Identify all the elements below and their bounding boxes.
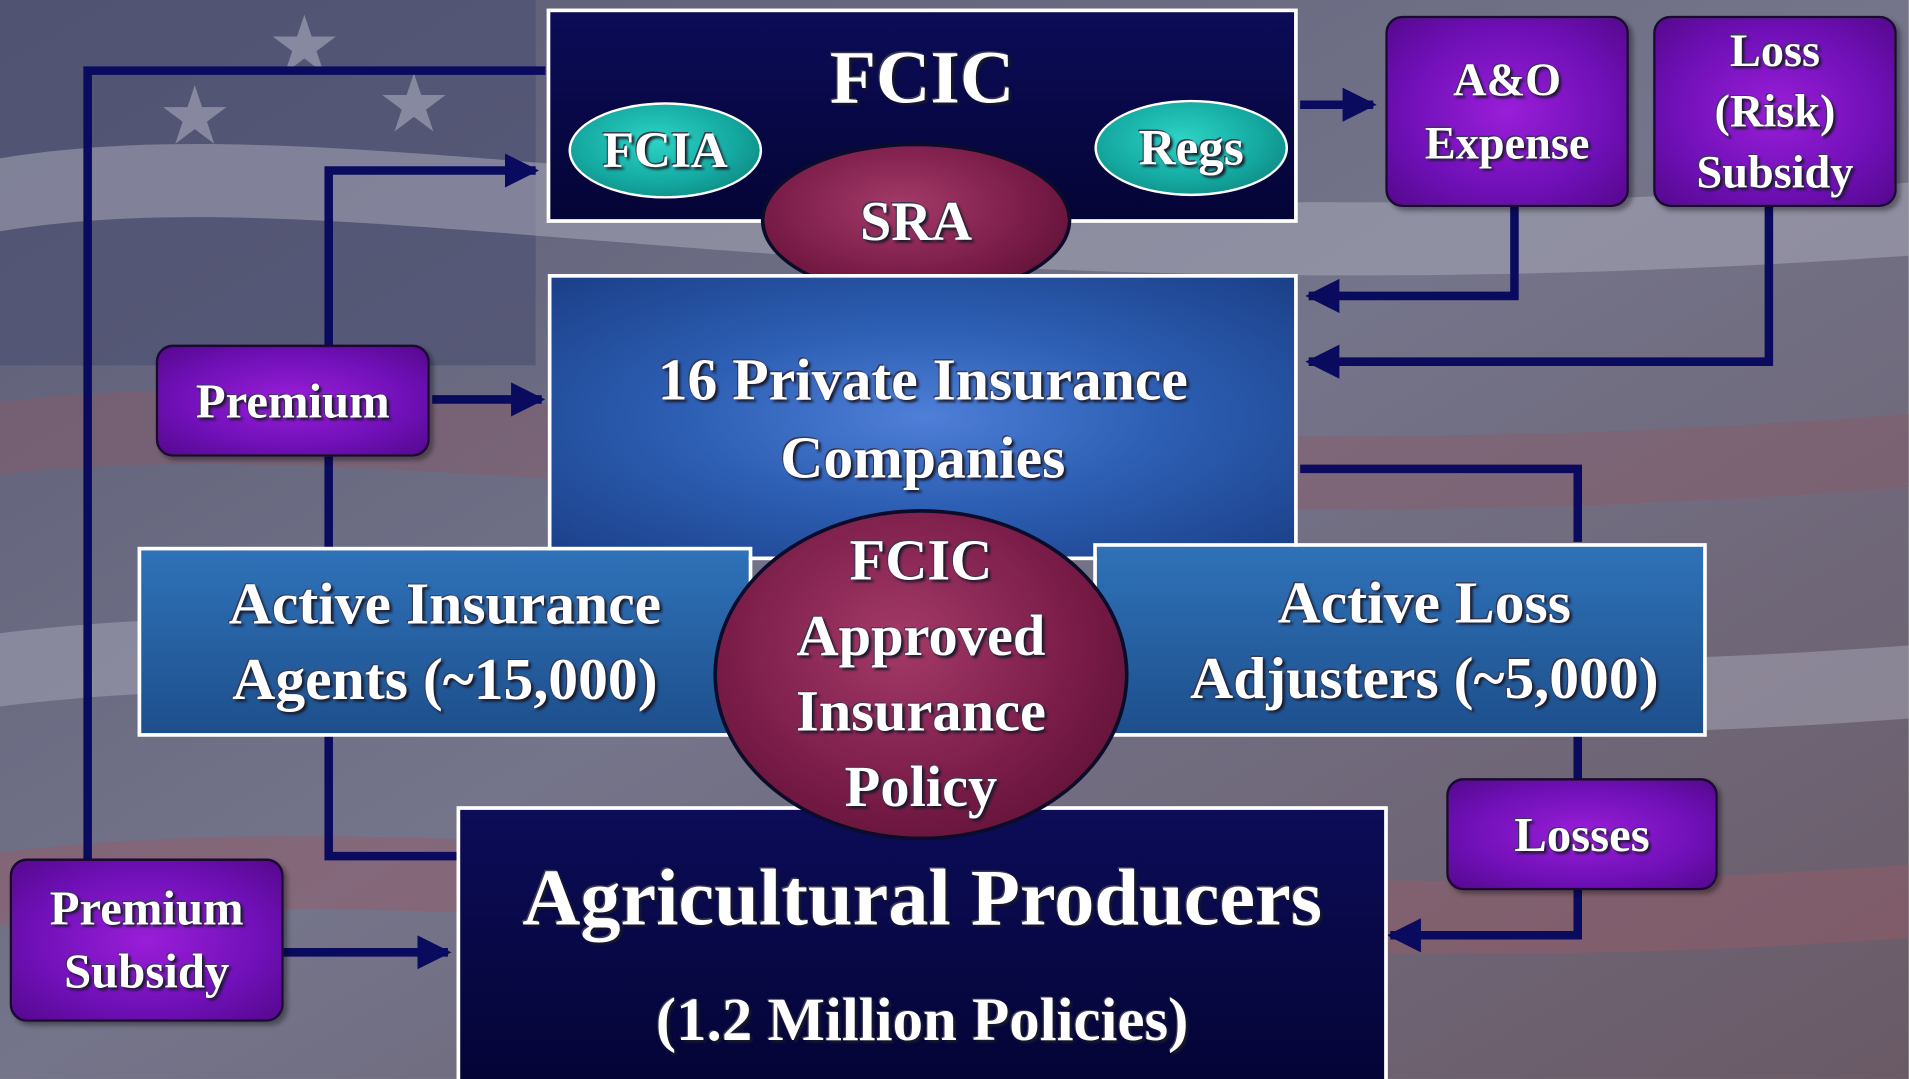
policy-oval: FCIC Approved Insurance Policy xyxy=(713,509,1129,841)
fcia-oval: FCIA xyxy=(568,102,763,199)
loss-subsidy-line-1: Loss xyxy=(1729,24,1820,77)
producers-box: Agricultural Producers (1.2 Million Poli… xyxy=(456,806,1388,1079)
loss-subsidy-line-2: (Risk) xyxy=(1714,85,1836,138)
policy-line-3: Insurance xyxy=(795,679,1046,745)
adjusters-box: Active Loss Adjusters (~5,000) xyxy=(1093,543,1707,737)
premium-subsidy-line-1: Premium xyxy=(49,880,244,936)
companies-line-2: Companies xyxy=(780,423,1066,491)
sra-label: SRA xyxy=(860,189,973,252)
adjusters-line-1: Active Loss xyxy=(1277,568,1571,636)
companies-line-1: 16 Private Insurance xyxy=(657,345,1188,413)
premium-subsidy-box: Premium Subsidy xyxy=(9,858,284,1022)
ao-expense-line-1: A&O xyxy=(1453,54,1562,106)
policy-line-4: Policy xyxy=(844,755,998,820)
regs-oval: Regs xyxy=(1094,99,1289,197)
loss-subsidy-line-3: Subsidy xyxy=(1696,146,1854,198)
fcia-label: FCIA xyxy=(602,122,728,179)
premium-box: Premium xyxy=(155,344,430,457)
fcic-title: FCIC xyxy=(829,36,1015,120)
agents-line-2: Agents (~15,000) xyxy=(232,645,658,713)
producers-title: Agricultural Producers xyxy=(522,853,1323,943)
premium-subsidy-line-2: Subsidy xyxy=(64,943,230,999)
ao-expense-line-2: Expense xyxy=(1424,117,1590,169)
agents-line-1: Active Insurance xyxy=(228,569,662,637)
premium-label: Premium xyxy=(195,373,390,429)
ao-expense-box: A&O Expense xyxy=(1385,15,1629,208)
producers-subtitle: (1.2 Million Policies) xyxy=(655,985,1189,1054)
agents-box: Active Insurance Agents (~15,000) xyxy=(137,546,753,737)
losses-box: Losses xyxy=(1446,778,1718,891)
regs-label: Regs xyxy=(1138,119,1244,176)
policy-line-2: Approved xyxy=(796,604,1046,669)
losses-label: Losses xyxy=(1514,806,1650,862)
sra-oval: SRA xyxy=(760,142,1072,299)
adjusters-line-2: Adjusters (~5,000) xyxy=(1190,643,1659,711)
loss-subsidy-box: Loss (Risk) Subsidy xyxy=(1653,15,1897,208)
policy-line-1: FCIC xyxy=(849,528,993,594)
